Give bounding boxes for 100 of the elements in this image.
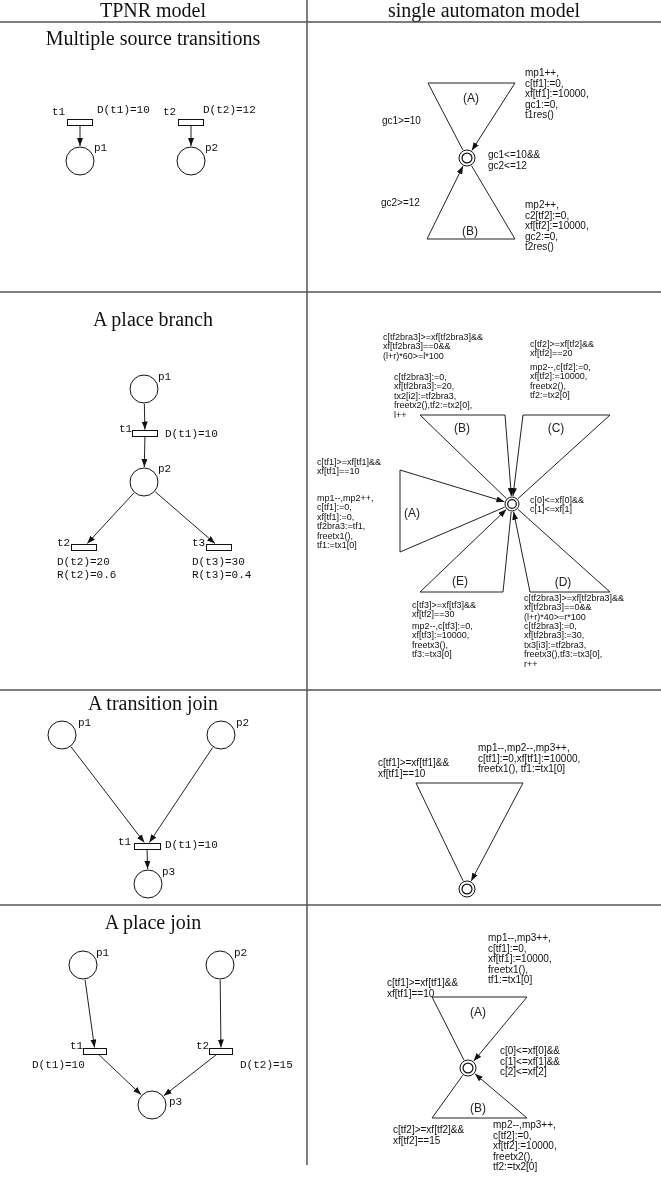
row-heading: A transition join [88, 693, 218, 714]
place-circle [68, 950, 98, 980]
place-name: p3 [162, 866, 176, 880]
guard-text: c[tf1]>=xf[tf1]&& xf[tf1]==10 [378, 758, 450, 779]
update-text: mp1--,mp3++, c[tf1]:=0, xf[tf1]:=10000, freetx1(), tf1:=tx1[0] [488, 933, 552, 986]
place-name: p1 [96, 947, 110, 961]
edge-label: (B) [453, 421, 471, 435]
row-heading: A place join [104, 912, 202, 933]
state-circle [459, 1059, 477, 1077]
self-loop-arrow [399, 469, 506, 553]
guard-text: gc1>=10 [382, 116, 421, 127]
arc-arrow [188, 125, 194, 147]
transition-name: t2 [57, 537, 71, 551]
place-circle [47, 720, 77, 750]
edge-label: (A) [469, 1005, 487, 1019]
invariant-text: c[0]<=xf[0]&& c[1]<=xf[1] [530, 496, 585, 515]
place-name: p1 [78, 717, 92, 731]
update-text: c[tf2bra3]:=0, xf[tf2bra3]:=30, tx3[i3]:=tf2bra3, freetx3(),tf3:=tx3[0], r++ [524, 622, 603, 670]
invariant-text: c[0]<=xf[0]&& c[1]<=xf[1]&& c[2]<=xf[2] [500, 1046, 561, 1078]
transition-name: t3 [192, 537, 206, 551]
transition-bar [71, 543, 97, 551]
column-header: TPNR model [99, 0, 207, 21]
place-circle [129, 374, 159, 404]
transition-bar [206, 543, 232, 551]
transition-name: t2 [196, 1040, 210, 1054]
place-circle [176, 146, 206, 176]
arc-arrow [141, 403, 148, 430]
transition-annotation: D(t1)=10 [165, 428, 218, 442]
self-loop-arrow [427, 82, 516, 151]
place-name: p2 [234, 947, 248, 961]
place-circle [129, 467, 159, 497]
transition-name: t1 [70, 1040, 84, 1054]
self-loop-arrow [419, 414, 514, 499]
place-name: p2 [158, 463, 172, 477]
row-heading: A place branch [93, 309, 213, 330]
place-circle [137, 1090, 167, 1120]
guard-text: c[tf2]>=xf[tf2]&& xf[tf2]==15 [393, 1125, 465, 1146]
guard-text: c[tf3]>=xf[tf3]&& xf[tf2]==30 [412, 601, 477, 620]
self-loop-arrow [415, 782, 524, 882]
arc-arrow [141, 436, 148, 468]
place-circle [205, 950, 235, 980]
update-text: mp2--,mp3++, c[tf2]:=0, xf[tf2]:=10000, freetx2(), tf2:=tx2[0] [493, 1120, 557, 1173]
transition-bar [83, 1047, 107, 1055]
place-name: p3 [169, 1096, 183, 1110]
transition-name: t1 [118, 836, 132, 850]
update-text: mp1--,mp2++, c[tf1]:=0, xf[tf1]:=0, tf2bra3:=tf1, freetx1(), tf1:=tx1[0] [317, 494, 374, 551]
update-text: mp2--,c[tf2]:=0, xf[tf2]:=10000, freetx2(), tf2:=tx2[0] [530, 363, 591, 401]
update-text: c[tf2bra3]:=0, xf[tf2bra3]:=20, tx2[i2]:=tf2bra3, freetx2(),tf2:=tx2[0], l++ [394, 373, 473, 421]
place-name: p2 [205, 142, 219, 156]
edge-label: (E) [451, 574, 469, 588]
place-circle [206, 720, 236, 750]
edge-label: (D) [553, 575, 573, 589]
arc-arrow [154, 491, 216, 544]
edge-label: (C) [546, 421, 566, 435]
edge-label: (A) [462, 91, 480, 105]
edge-label: (B) [461, 224, 479, 238]
transition-annotation: D(t2)=12 [203, 104, 256, 118]
update-text: mp1--,mp2--,mp3++, c[tf1]:=0,xf[tf1]:=10000, freetx1(), tf1:=tx1[0] [478, 743, 581, 775]
transition-annotation: D(t1)=10 [165, 839, 218, 853]
invariant-text: gc1<=10&& gc2<=12 [488, 150, 541, 171]
arc-arrow [98, 1054, 142, 1096]
transition-annotation: D(t3)=30 R(t3)=0.4 [192, 556, 252, 583]
update-text: mp2++, c2[tf2]:=0, xf[tf2]:=10000, gc2:=0, t2res() [525, 200, 589, 253]
guard-text: c[tf2]>=xf[tf2]&& xf[tf2]==20 [530, 340, 595, 359]
transition-bar [133, 842, 161, 850]
self-loop-arrow [511, 414, 611, 500]
self-loop-arrow [431, 1073, 528, 1119]
arc-arrow [86, 492, 135, 544]
arc-arrow [144, 849, 151, 870]
transition-annotation: D(t1)=10 [97, 104, 150, 118]
row-heading: Multiple source transitions [45, 28, 261, 49]
transition-bar [132, 429, 158, 437]
guard-text: gc2>=12 [381, 198, 420, 209]
place-circle [133, 869, 163, 899]
arc-arrow [217, 979, 224, 1048]
transition-annotation: D(t2)=20 R(t2)=0.6 [57, 556, 117, 583]
transition-name: t1 [119, 423, 133, 437]
column-header: single automaton model [387, 0, 581, 21]
place-circle [65, 146, 95, 176]
update-text: mp1++, c[tf1]:=0, xf[tf1]:=10000, gc1:=0, t1res() [525, 68, 589, 121]
transition-annotation: D(t1)=10 [32, 1059, 85, 1073]
transition-name: t1 [52, 106, 66, 120]
transition-bar [67, 118, 93, 126]
edge-label: (A) [403, 506, 421, 520]
guard-text: c[tf2bra3]>=xf[tf2bra3]&& xf[tf2bra3]==0&& (l+r)*60>=l*100 [383, 333, 484, 362]
self-loop-arrow [426, 165, 516, 240]
place-name: p1 [94, 142, 108, 156]
self-loop-arrow [431, 996, 528, 1062]
transition-bar [209, 1047, 233, 1055]
place-name: p1 [158, 371, 172, 385]
arc-arrow [163, 1054, 218, 1097]
state-circle [458, 149, 476, 167]
transition-bar [178, 118, 204, 126]
place-name: p2 [236, 717, 250, 731]
arc-arrow [70, 746, 145, 843]
state-circle [504, 496, 520, 512]
arc-arrow [77, 125, 83, 147]
arc-arrow [148, 747, 214, 843]
self-loop-arrow [419, 509, 512, 593]
self-loop-arrow [512, 508, 611, 593]
